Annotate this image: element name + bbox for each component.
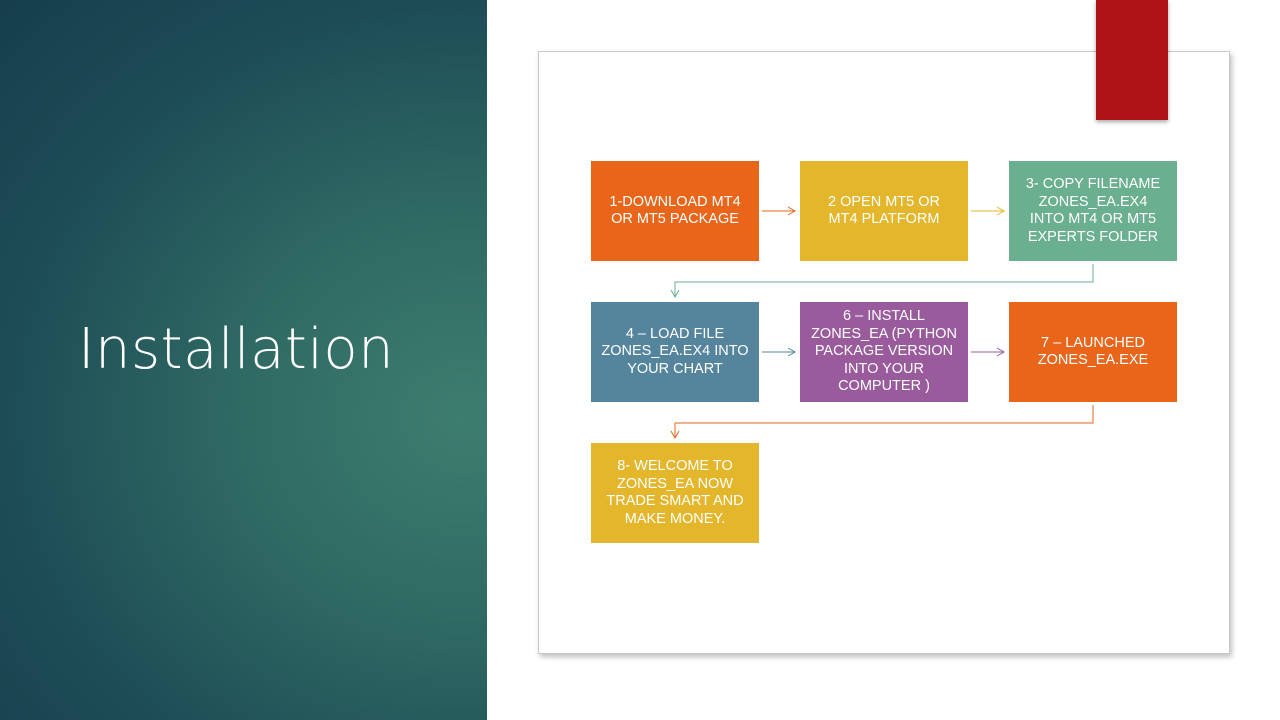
step-4-box: 4 – LOAD FILE ZONES_EA.EX4 INTO YOUR CHA… (591, 302, 759, 402)
step-2-box: 2 OPEN MT5 OR MT4 PLATFORM (800, 161, 968, 261)
step-6-box: 6 – INSTALL ZONES_EA (PYTHON PACKAGE VER… (800, 302, 968, 402)
step-8-box: 8- WELCOME TO ZONES_EA NOW TRADE SMART A… (591, 443, 759, 543)
bookmark-ribbon (1096, 0, 1168, 120)
step-3-box: 3- COPY FILENAME ZONES_EA.EX4 INTO MT4 O… (1009, 161, 1177, 261)
title-panel (0, 0, 487, 720)
slide-title: Installation (78, 317, 395, 382)
step-1-box: 1-DOWNLOAD MT4 OR MT5 PACKAGE (591, 161, 759, 261)
step-7-box: 7 – LAUNCHED ZONES_EA.EXE (1009, 302, 1177, 402)
